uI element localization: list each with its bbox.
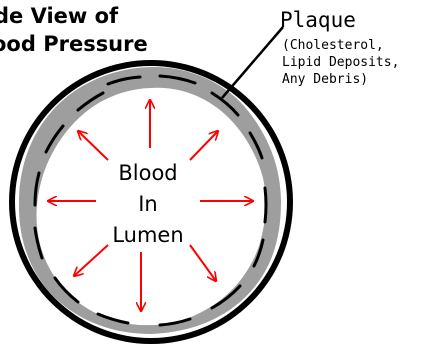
- lumen-label-line-1: Blood: [88, 160, 208, 186]
- plaque-detail-3: Any Debris): [282, 72, 368, 88]
- plaque-pointer-line: [222, 27, 283, 98]
- lumen-label-line-3: Lumen: [88, 222, 208, 248]
- plaque-detail-2: Lipid Deposits,: [282, 55, 399, 71]
- plaque-detail-1: (Cholesterol,: [282, 38, 384, 54]
- lumen-label-line-2: In: [88, 191, 208, 217]
- plaque-label: Plaque: [280, 9, 356, 31]
